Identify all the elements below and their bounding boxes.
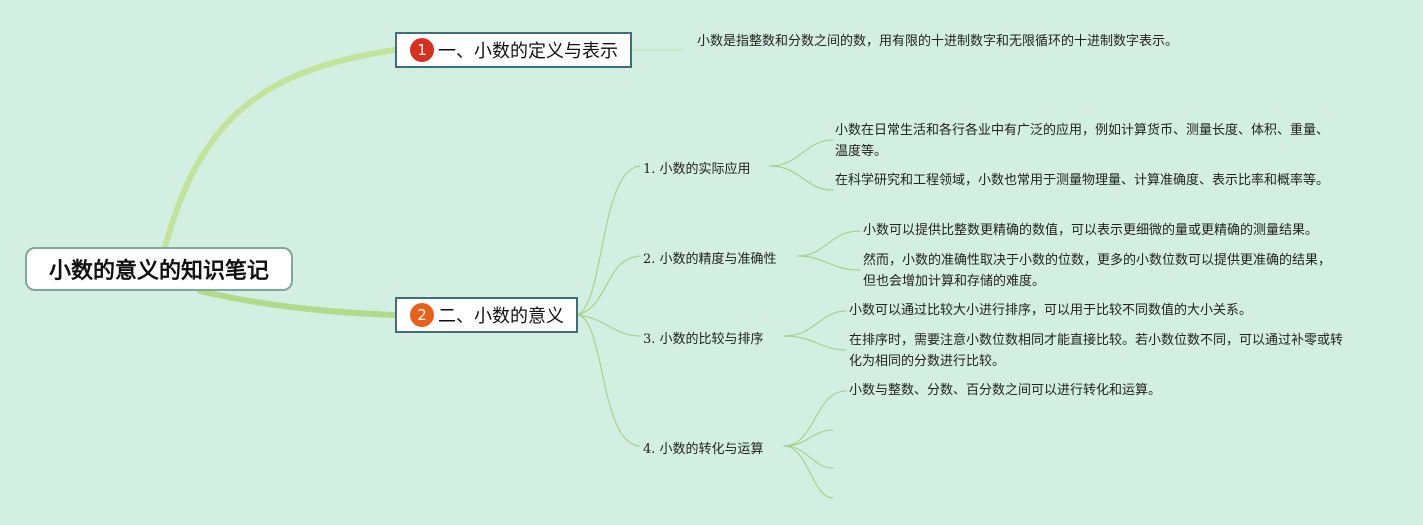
subtopic-conversion-operation[interactable]: 4. 小数的转化与运算 [643, 442, 764, 457]
topic4-empty-line-1 [783, 429, 834, 447]
branch2-to-topic4-line [577, 314, 641, 447]
main-topic-meaning[interactable]: 2 二、小数的意义 [395, 297, 578, 333]
number-1-badge-icon: 1 [410, 38, 434, 62]
topic1-to-detail1-line [769, 139, 834, 167]
root-topic[interactable]: 小数的意义的知识笔记 [25, 247, 293, 291]
detail-conversion[interactable]: 小数与整数、分数、百分数之间可以进行转化和运算。 [849, 383, 1162, 398]
definition-note[interactable]: 小数是指整数和分数之间的数，用有限的十进制数字和无限循环的十进制数字表示。 [697, 34, 1179, 49]
topic4-empty-line-3 [783, 445, 834, 499]
topic2-to-detail1-line [797, 230, 861, 257]
subtopic-practical-application[interactable]: 1. 小数的实际应用 [643, 162, 751, 177]
root-to-branch2-line [197, 288, 398, 318]
detail-compare-digits[interactable]: 在排序时，需要注意小数位数相同才能直接比较。若小数位数不同，可以通过补零或转化为… [849, 333, 1344, 369]
topic3-to-detail1-line [783, 310, 847, 337]
branch2-to-topic3-line [577, 314, 641, 337]
subtopic-comparison-sorting[interactable]: 3. 小数的比较与排序 [643, 332, 764, 347]
detail-application-daily[interactable]: 小数在日常生活和各行各业中有广泛的应用，例如计算货币、测量长度、体积、重量、温度… [835, 123, 1330, 159]
topic3-to-detail2-line [783, 335, 847, 351]
branch2-to-topic2-line [577, 255, 641, 316]
main-topic-label: 二、小数的意义 [438, 306, 564, 327]
main-topic-definition[interactable]: 1 一、小数的定义与表示 [395, 32, 632, 68]
topic4-to-detail1-line [783, 390, 847, 447]
topic1-to-detail2-line [769, 165, 834, 191]
root-to-branch1-line [162, 47, 398, 250]
subtopic-precision-accuracy[interactable]: 2. 小数的精度与准确性 [643, 252, 777, 267]
branch2-to-topic1-line [577, 165, 641, 316]
main-topic-label: 一、小数的定义与表示 [438, 41, 618, 62]
topic2-to-detail2-line [797, 255, 861, 271]
detail-precision-digits[interactable]: 然而，小数的准确性取决于小数的位数，更多的小数位数可以提供更准确的结果，但也会增… [863, 253, 1332, 289]
number-2-badge-icon: 2 [410, 303, 434, 327]
detail-application-science[interactable]: 在科学研究和工程领域，小数也常用于测量物理量、计算准确度、表示比率和概率等。 [835, 173, 1330, 188]
topic4-empty-line-2 [783, 445, 834, 469]
detail-compare-sort[interactable]: 小数可以通过比较大小进行排序，可以用于比较不同数值的大小关系。 [849, 303, 1253, 318]
detail-precision-finer[interactable]: 小数可以提供比整数更精确的数值，可以表示更细微的量或更精确的测量结果。 [863, 223, 1319, 238]
